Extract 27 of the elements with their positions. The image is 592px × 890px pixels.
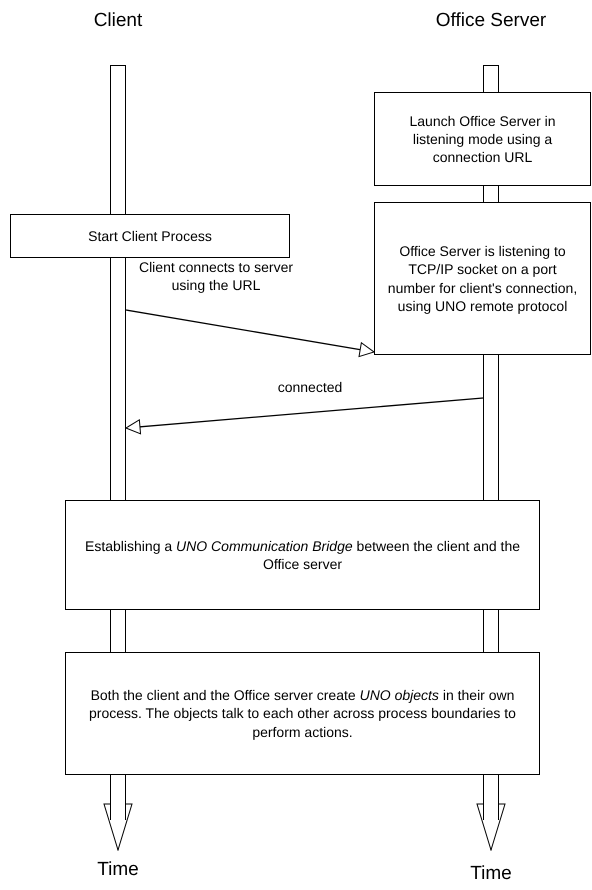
lifeline-header: Client bbox=[92, 10, 144, 32]
lifeline-time-arrow bbox=[476, 804, 506, 850]
box-text: Both the client and the Office server create UNO objects in their own process. The objects talk to each other across process boundaries to perform actions. bbox=[88, 686, 517, 741]
lifeline-bar bbox=[483, 775, 499, 820]
time-label: Time bbox=[88, 856, 148, 884]
box-text: Start Client Process bbox=[88, 226, 212, 246]
lifeline-bar bbox=[483, 355, 499, 500]
process-box bbox=[65, 500, 540, 610]
process-box bbox=[374, 202, 591, 355]
process-box bbox=[10, 214, 290, 258]
message-arrow bbox=[126, 309, 374, 358]
lifeline-bar bbox=[483, 65, 499, 92]
lifeline-bar bbox=[110, 775, 126, 820]
lifeline-bar bbox=[110, 610, 126, 652]
lifeline-bar bbox=[483, 610, 499, 652]
lifeline-header: Office Server bbox=[434, 10, 548, 32]
lifeline-bar bbox=[483, 186, 499, 202]
lifeline-bar bbox=[110, 258, 126, 500]
process-box bbox=[374, 92, 591, 186]
box-text: Launch Office Server in listening mode using a connection URL bbox=[408, 112, 557, 166]
box-text: Office Server is listening to TCP/IP socket on a port number for client's connection, using UNO remote protocol bbox=[386, 242, 578, 315]
process-box bbox=[65, 652, 540, 775]
lifeline-time-arrow bbox=[104, 804, 132, 850]
message-arrow bbox=[126, 397, 484, 434]
lifeline-bar bbox=[110, 65, 126, 214]
box-text: Establishing a UNO Communication Bridge between the client and the Office server bbox=[84, 536, 522, 574]
time-label: Time bbox=[461, 860, 521, 888]
